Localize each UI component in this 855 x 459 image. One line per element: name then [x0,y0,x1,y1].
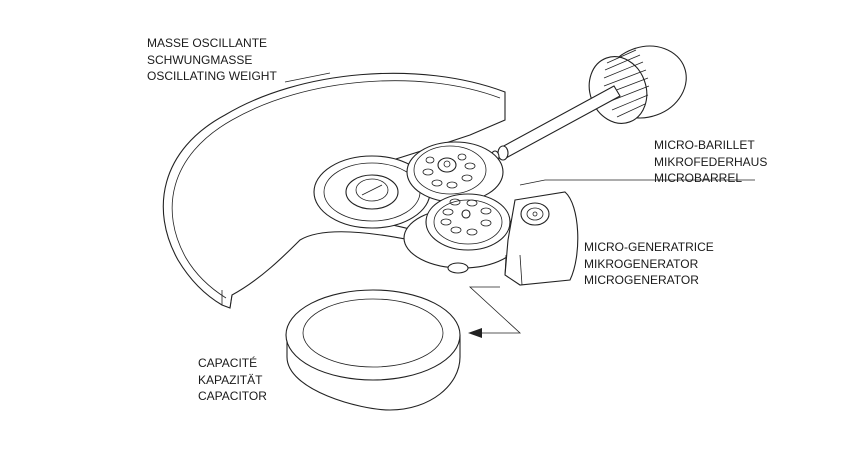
label-line-de: MIKROGENERATOR [584,256,699,271]
leader-lines [284,72,755,186]
winding-crown [588,45,687,124]
label-line-de: SCHWUNGMASSE [147,52,253,67]
label-line-de: KAPAZITÄT [198,372,263,387]
label-microgenerator: MICRO-GENERATRICE MIKROGENERATOR MICROGE… [584,239,714,289]
capacitor [285,289,461,411]
label-line-fr: MICRO-GENERATRICE [584,240,714,254]
label-line-en: MICROBARREL [654,171,743,185]
arrow-to-capacitor [468,286,522,338]
rotor-hub [313,155,431,229]
label-microbarrel: MICRO-BARILLET MIKROFEDERHAUS MICROBARRE… [654,137,767,187]
label-capacitor: CAPACITÉ KAPAZITÄT CAPACITOR [198,355,267,405]
label-line-de: MIKROFEDERHAUS [654,154,768,169]
winding-stem [490,85,621,164]
microgenerator [504,191,579,286]
label-line-en: MICROGENERATOR [584,273,699,287]
label-line-fr: CAPACITÉ [198,356,258,370]
label-line-en: CAPACITOR [198,389,267,403]
microbarrel [406,141,504,203]
label-line-fr: MICRO-BARILLET [654,138,755,152]
gear-train [403,193,521,274]
label-line-fr: MASSE OSCILLANTE [147,36,268,50]
label-line-en: OSCILLATING WEIGHT [147,69,277,83]
label-oscillating-weight: MASSE OSCILLANTE SCHWUNGMASSE OSCILLATIN… [147,35,277,85]
